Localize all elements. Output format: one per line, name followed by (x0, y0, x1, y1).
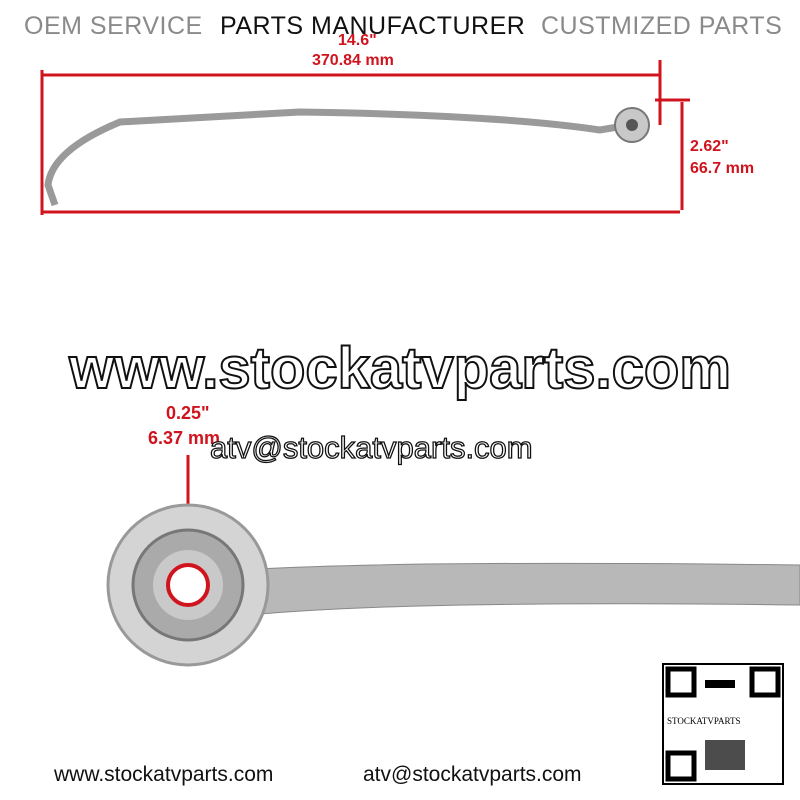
header-oem-service: OEM SERVICE (24, 12, 203, 40)
footer-site: www.stockatvparts.com (54, 763, 274, 786)
height-mm: 66.7 mm (690, 160, 755, 177)
qr-label: STOCKATVPARTS (667, 716, 741, 726)
rod-top-view (44, 107, 650, 207)
length-inches: 14.6" (338, 32, 377, 49)
watermark-email: atv@stockatvparts.com (209, 429, 533, 465)
rod-closeup (106, 503, 800, 667)
length-mm: 370.84 mm (312, 52, 394, 69)
header-customized-parts: CUSTMIZED PARTS (541, 12, 783, 40)
bore-inches: 0.25" (166, 403, 210, 423)
watermark-site: www.stockatvparts.com (68, 335, 732, 402)
footer-email: atv@stockatvparts.com (363, 763, 582, 786)
bore-mm: 6.37 mm (148, 428, 221, 448)
height-inches: 2.62" (690, 138, 729, 155)
header-parts-manufacturer: PARTS MANUFACTURER (220, 12, 526, 40)
dimension-lines (40, 60, 690, 570)
